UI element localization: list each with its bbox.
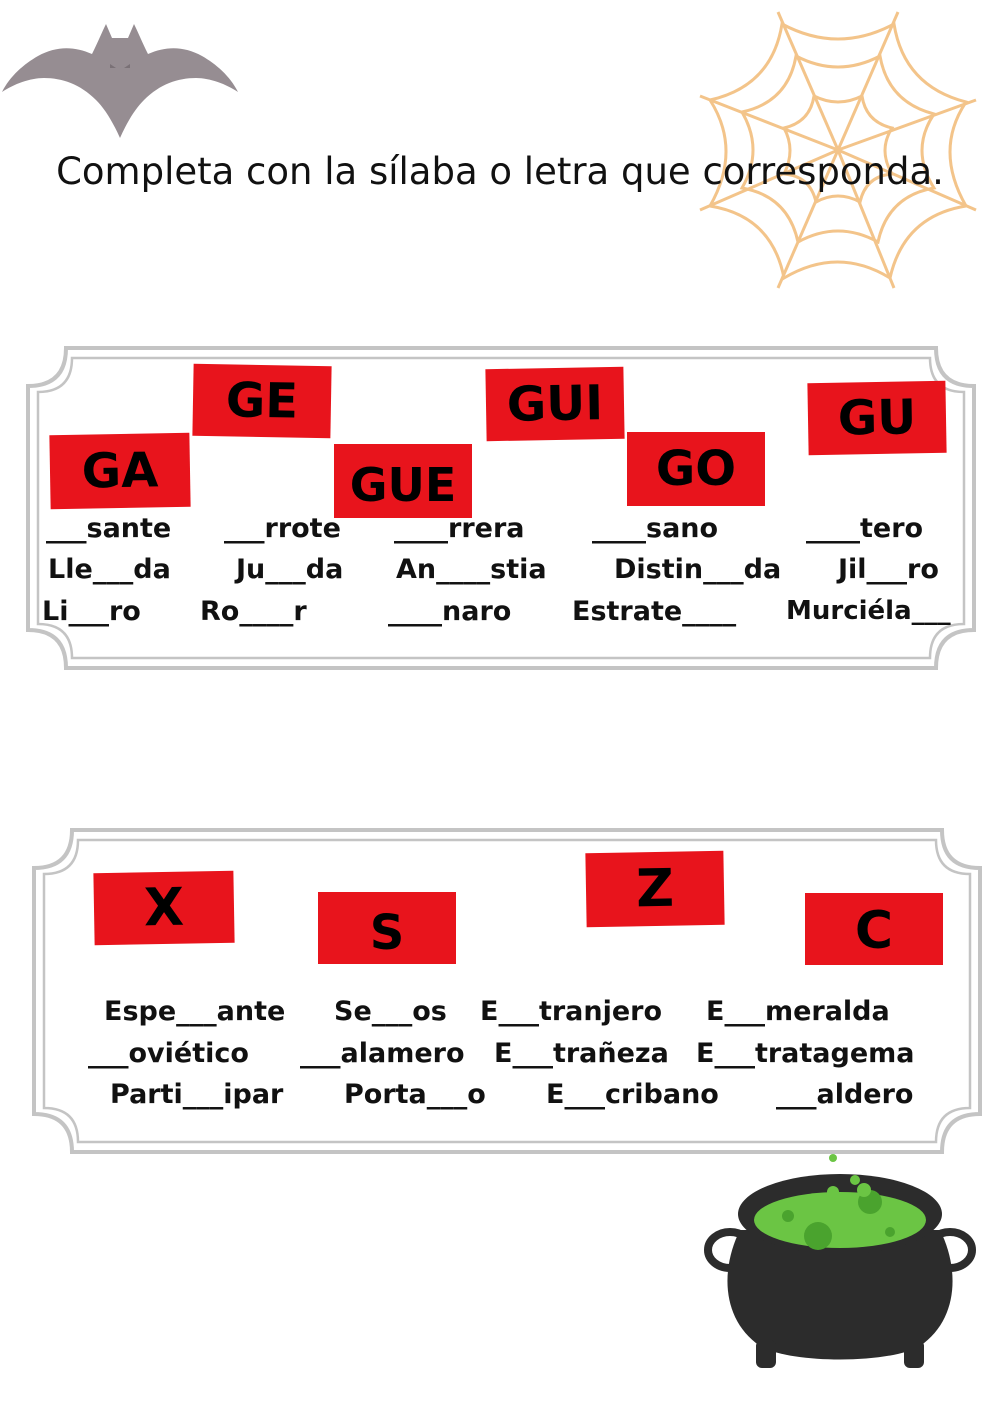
letter-tag-c: C [805,893,943,965]
syllable-tag-ge: GE [192,363,332,439]
fill-in-word: Espe___ante [104,996,286,1027]
syllable-tag-go: GO [627,432,765,506]
exercise-frame-2 [32,828,982,1154]
fill-in-word: Parti___ipar [110,1079,284,1110]
fill-in-word: E___tratagema [696,1038,915,1069]
syllable-tag-ga: GA [49,432,191,510]
fill-in-word: Li___ro [42,596,141,627]
fill-in-word: An____stia [396,554,547,585]
fill-in-word: Porta___o [344,1079,486,1110]
letter-tag-x: X [93,870,235,946]
fill-in-word: E___tranjero [480,996,663,1027]
fill-in-word: Distin___da [614,554,782,585]
syllable-tag-gui: GUI [485,366,625,442]
fill-in-word: Jil___ro [838,554,939,585]
fill-in-word: E___meralda [706,996,890,1027]
fill-in-word: Lle___da [48,554,171,585]
fill-in-word: E___trañeza [494,1038,669,1069]
syllable-tag-gue: GUE [334,444,472,518]
bat-icon [2,24,238,138]
fill-in-word: ____naro [388,596,512,627]
fill-in-word: E___cribano [546,1079,719,1110]
fill-in-word: ___oviético [88,1038,249,1069]
letter-tag-s: S [318,892,456,964]
fill-in-word: ___sante [46,513,172,544]
fill-in-word: Estrate____ [572,596,737,627]
letter-tag-z: Z [585,850,725,928]
fill-in-word: ___aldero [776,1079,914,1110]
fill-in-word: ____tero [806,513,924,544]
fill-in-word: ____rrera [394,513,525,544]
fill-in-word: Se___os [334,996,447,1027]
fill-in-word: ___rrote [224,513,341,544]
fill-in-word: Ju___da [236,554,344,585]
cauldron-icon [704,1154,976,1368]
fill-in-word: ____sano [592,513,719,544]
fill-in-word: Ro____r [200,596,307,627]
fill-in-word: ___alamero [300,1038,465,1069]
spiderweb-icon [699,11,977,289]
instructions-title: Completa con la sílaba o letra que corre… [56,150,944,193]
syllable-tag-gu: GU [807,380,947,456]
fill-in-word: Murciéla___ [786,596,951,626]
